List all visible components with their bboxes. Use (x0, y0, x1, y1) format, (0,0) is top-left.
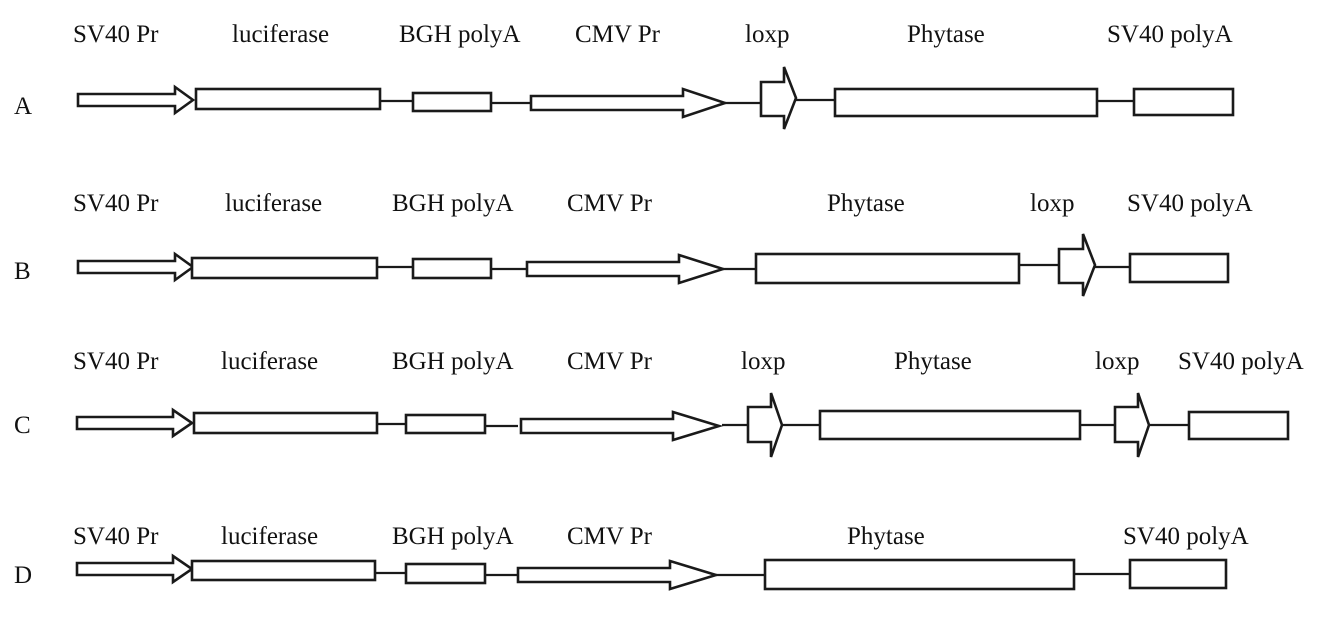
element-label-loxp: loxp (745, 21, 789, 48)
element-label-sv40-polya: SV40 polyA (1127, 190, 1253, 217)
bgh-polya-box (411, 257, 493, 280)
element-label-phytase: Phytase (894, 348, 972, 375)
bgh-polya-box (411, 91, 493, 113)
loxp-site (759, 66, 798, 130)
phytase-box (818, 409, 1082, 441)
phytase-box (833, 87, 1099, 118)
sv40-promoter-arrow (76, 84, 196, 116)
element-label-bgh-polya: BGH polyA (392, 348, 514, 375)
construct-label-b: B (14, 258, 31, 285)
cmv-promoter-arrow (525, 253, 728, 285)
luciferase-box (192, 411, 379, 435)
loxp-site (1113, 392, 1151, 458)
bgh-polya-box (404, 413, 487, 435)
element-label-bgh-polya: BGH polyA (392, 523, 514, 550)
sv40-promoter-arrow (75, 553, 195, 585)
luciferase-box (194, 87, 382, 111)
loxp-site (1057, 233, 1097, 297)
cmv-promoter-arrow (516, 559, 721, 591)
element-label-cmv-pr: CMV Pr (567, 348, 653, 375)
construct-row-b: B SV40 Pr luciferase BGH polyA CMV Pr Ph… (14, 190, 1253, 297)
element-label-sv40-pr: SV40 Pr (73, 523, 159, 550)
element-label-phytase: Phytase (907, 21, 985, 48)
element-label-sv40-pr: SV40 Pr (73, 348, 159, 375)
element-label-sv40-polya: SV40 polyA (1107, 21, 1233, 48)
element-label-sv40-pr: SV40 Pr (73, 190, 159, 217)
element-label-sv40-pr: SV40 Pr (73, 21, 159, 48)
sv40-polya-box (1128, 252, 1230, 284)
luciferase-box (190, 256, 379, 280)
element-label-loxp: loxp (741, 348, 785, 375)
sv40-polya-box (1187, 410, 1290, 441)
element-label-loxp: loxp (1095, 348, 1139, 375)
luciferase-box (190, 559, 377, 582)
construct-row-a: A SV40 Pr luciferase BGH polyA CMV Pr lo… (14, 21, 1235, 130)
element-label-luciferase: luciferase (221, 348, 318, 375)
phytase-box (763, 558, 1076, 591)
element-label-bgh-polya: BGH polyA (392, 190, 514, 217)
element-label-luciferase: luciferase (221, 523, 318, 550)
element-label-phytase: Phytase (847, 523, 925, 550)
sv40-promoter-arrow (75, 407, 195, 439)
phytase-box (754, 252, 1021, 285)
element-label-luciferase: luciferase (225, 190, 322, 217)
construct-row-c: C SV40 Pr luciferase BGH polyA CMV Pr lo… (14, 348, 1304, 458)
construct-label-a: A (14, 93, 32, 120)
cmv-promoter-arrow (519, 410, 724, 442)
construct-label-c: C (14, 412, 31, 439)
cmv-promoter-arrow (529, 87, 730, 119)
sv40-promoter-arrow (76, 251, 196, 283)
element-label-phytase: Phytase (827, 190, 905, 217)
construct-row-d: D SV40 Pr luciferase BGH polyA CMV Pr Ph… (14, 523, 1249, 591)
construct-label-d: D (14, 562, 32, 589)
sv40-polya-box (1132, 87, 1235, 117)
element-label-cmv-pr: CMV Pr (575, 21, 661, 48)
element-label-cmv-pr: CMV Pr (567, 190, 653, 217)
element-label-luciferase: luciferase (232, 21, 329, 48)
element-label-cmv-pr: CMV Pr (567, 523, 653, 550)
element-label-bgh-polya: BGH polyA (399, 21, 521, 48)
element-label-sv40-polya: SV40 polyA (1123, 523, 1249, 550)
element-label-loxp: loxp (1030, 190, 1074, 217)
loxp-site (746, 392, 784, 458)
bgh-polya-box (404, 562, 487, 585)
sv40-polya-box (1128, 558, 1228, 590)
element-label-sv40-polya: SV40 polyA (1178, 348, 1304, 375)
